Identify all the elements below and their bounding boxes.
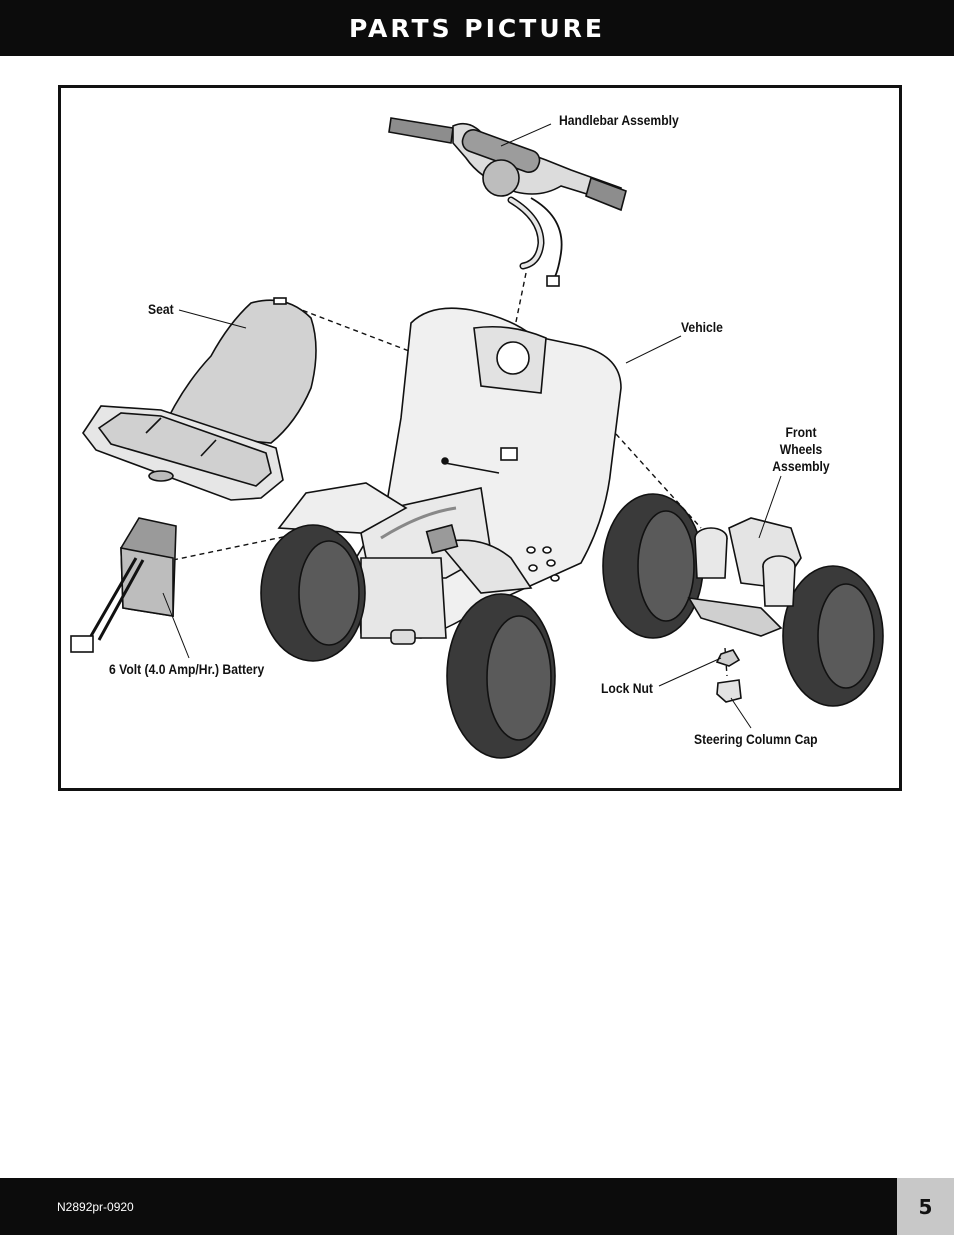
document-code: N2892pr-0920 xyxy=(57,1200,134,1214)
label-steering-column-cap: Steering Column Cap xyxy=(694,732,818,747)
front-wheels-assembly xyxy=(602,493,884,707)
label-lock-nut: Lock Nut xyxy=(601,681,653,696)
handlebar-assembly xyxy=(388,117,627,287)
label-handlebar-assembly: Handlebar Assembly xyxy=(559,113,679,128)
leader-lines xyxy=(162,123,782,729)
header-bar: PARTS PICTURE xyxy=(0,0,954,56)
parts-illustration xyxy=(70,117,884,759)
page-title: PARTS PICTURE xyxy=(349,13,605,43)
label-front-wheels-line-3: Assembly xyxy=(772,459,830,474)
battery xyxy=(70,517,177,653)
page-number-box: 5 xyxy=(897,1178,954,1235)
seat xyxy=(82,297,317,501)
parts-diagram-frame: Handlebar Assembly Seat Vehicle Front Wh… xyxy=(58,85,902,791)
label-front-wheels-line-2: Wheels xyxy=(779,442,823,457)
vehicle-body xyxy=(277,307,622,645)
rear-tires xyxy=(260,524,556,759)
footer-bar: N2892pr-0920 5 xyxy=(0,1178,954,1235)
page-number: 5 xyxy=(918,1194,933,1219)
label-front-wheels-line-1: Front xyxy=(785,425,817,440)
label-seat: Seat xyxy=(148,302,174,317)
label-battery: 6 Volt (4.0 Amp/Hr.) Battery xyxy=(109,662,265,677)
label-vehicle: Vehicle xyxy=(681,320,723,335)
